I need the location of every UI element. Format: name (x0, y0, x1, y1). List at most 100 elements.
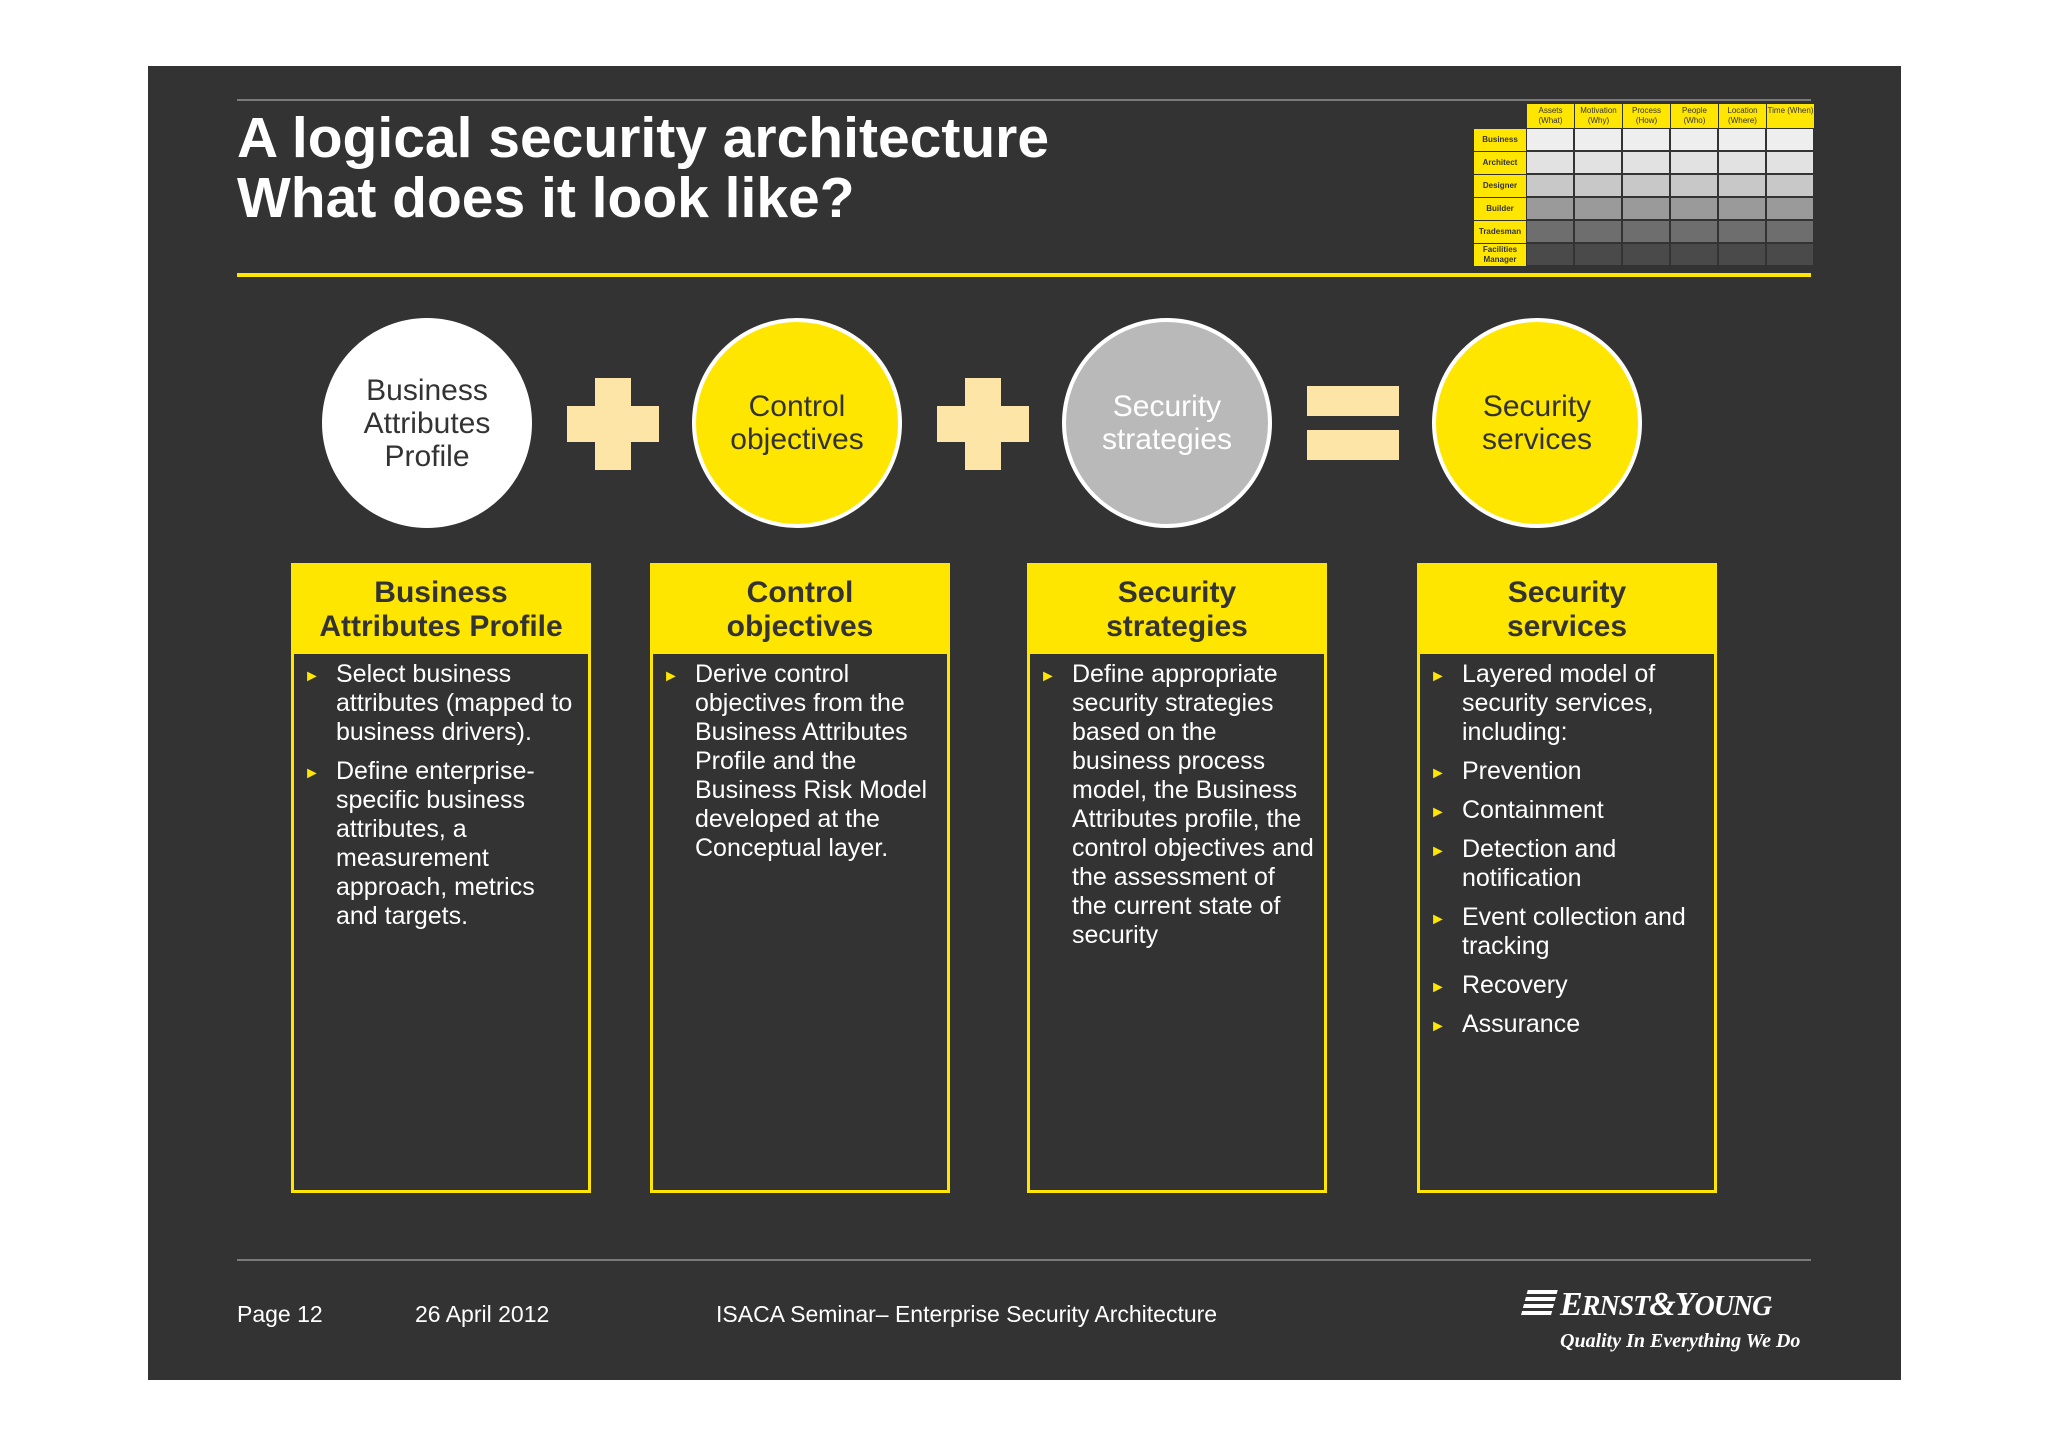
grid-column-header: Process (How) (1622, 104, 1670, 128)
ernst-young-logo: ERNST&YOUNG (1520, 1286, 1772, 1324)
list-item: ►Event collection and tracking (1430, 903, 1686, 960)
footer-rule (237, 1259, 1811, 1261)
grid-cell (1670, 151, 1718, 174)
grid-cell (1766, 174, 1814, 197)
circle4-line2: services (1481, 423, 1593, 456)
grid-column-header: Motivation (Why) (1574, 104, 1622, 128)
triangle-bullet-icon: ► (1040, 668, 1056, 685)
list-item: ►Define appropriate security strategies … (1040, 660, 1314, 949)
title-underline (237, 273, 1811, 277)
page-number: Page 12 (237, 1301, 323, 1327)
grid-cell (1526, 174, 1574, 197)
grid-cell (1670, 174, 1718, 197)
triangle-bullet-icon: ► (304, 668, 320, 685)
footer-date: 26 April 2012 (415, 1301, 550, 1327)
grid-cell (1766, 197, 1814, 220)
grid-cell (1574, 128, 1622, 151)
circle-business-attributes: Business Attributes Profile (322, 318, 532, 528)
grid-cell (1526, 151, 1574, 174)
circle3-line1: Security (1112, 390, 1222, 423)
grid-cell (1670, 197, 1718, 220)
grid-cell (1766, 243, 1814, 266)
triangle-bullet-icon: ► (1430, 979, 1446, 996)
title-line-2: What does it look like? (237, 166, 855, 230)
grid-cell (1526, 197, 1574, 220)
title-line-1: A logical security architecture (237, 106, 1050, 170)
grid-cell (1766, 220, 1814, 243)
grid-cell (1718, 243, 1766, 266)
grid-row-header: Architect (1474, 151, 1526, 174)
grid-column-header: Assets (What) (1526, 104, 1574, 128)
grid-cell (1718, 151, 1766, 174)
circle1-line1: Business (366, 373, 488, 407)
list-item: ►Define enterprise-specific business att… (304, 757, 535, 930)
list-item: ►Derive control objectives from the Busi… (663, 660, 928, 862)
circle1-line2: Attributes (363, 406, 491, 440)
grid-cell (1526, 243, 1574, 266)
circle-security-services: Security services (1432, 318, 1642, 528)
triangle-bullet-icon: ► (1430, 1018, 1446, 1035)
circle2-line2: objectives (730, 423, 864, 456)
triangle-bullet-icon: ► (1430, 668, 1446, 685)
grid-row-header: Builder (1474, 197, 1526, 220)
grid-row-header: Tradesman (1474, 220, 1526, 243)
logo-tagline: Quality In Everything We Do (1560, 1330, 1801, 1352)
grid-cell (1670, 220, 1718, 243)
grid-column-header: People (Who) (1670, 104, 1718, 128)
list-item: ►Recovery (1430, 971, 1704, 1000)
list-item: ►Containment (1430, 796, 1704, 825)
grid-cell (1718, 197, 1766, 220)
triangle-bullet-icon: ► (1430, 804, 1446, 821)
list-item: ►Prevention (1430, 757, 1704, 786)
triangle-bullet-icon: ► (1430, 765, 1446, 782)
list-item: ►Select business attributes (mapped to b… (304, 660, 573, 746)
grid-cell (1718, 128, 1766, 151)
triangle-bullet-icon: ► (663, 668, 679, 685)
grid-cell (1622, 243, 1670, 266)
equals-icon (1307, 386, 1399, 460)
plus-icon (567, 378, 659, 470)
grid-cell (1766, 151, 1814, 174)
list-item: ►Layered model of security services, inc… (1430, 660, 1656, 746)
grid-cell (1526, 128, 1574, 151)
grid-cell (1622, 220, 1670, 243)
grid-cell (1526, 220, 1574, 243)
grid-cell (1574, 197, 1622, 220)
grid-row-header: Business (1474, 128, 1526, 151)
circle2-line1: Control (748, 390, 846, 423)
circle1-line3: Profile (384, 439, 470, 473)
zachman-thumbnail: Assets (What)Motivation (Why)Process (Ho… (1474, 104, 1814, 270)
triangle-bullet-icon: ► (304, 765, 320, 782)
grid-cell (1574, 151, 1622, 174)
slide-title: A logical security architecture What doe… (237, 108, 1049, 228)
grid-cell (1622, 174, 1670, 197)
grid-cell (1574, 220, 1622, 243)
grid-cell (1574, 174, 1622, 197)
grid-cell (1622, 151, 1670, 174)
circle-security-strategies: Security strategies (1062, 318, 1272, 528)
top-rule (237, 99, 1811, 101)
circle-control-objectives: Control objectives (692, 318, 902, 528)
grid-row-header: Designer (1474, 174, 1526, 197)
grid-column-header: Time (When) (1766, 104, 1814, 128)
list-item: ►Detection and notification (1430, 835, 1617, 892)
grid-cell (1622, 197, 1670, 220)
footer-event: ISACA Seminar– Enterprise Security Archi… (716, 1301, 1218, 1327)
grid-column-header: Location (Where) (1718, 104, 1766, 128)
triangle-bullet-icon: ► (1430, 843, 1446, 860)
grid-row-header: Facilities Manager (1474, 243, 1526, 266)
grid-cell (1670, 128, 1718, 151)
list-item: ►Assurance (1430, 1010, 1704, 1039)
grid-cell (1622, 128, 1670, 151)
triangle-bullet-icon: ► (1430, 911, 1446, 928)
slide (148, 66, 1901, 1380)
circle4-line1: Security (1482, 390, 1592, 423)
